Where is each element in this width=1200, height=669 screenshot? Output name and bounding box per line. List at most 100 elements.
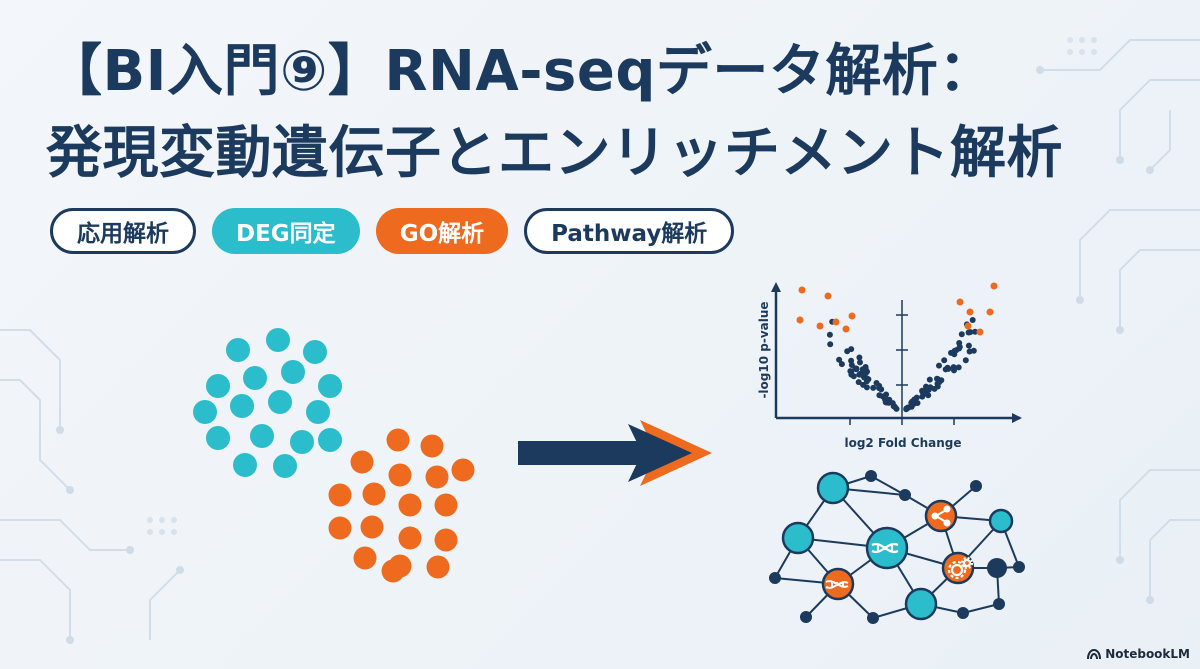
teal-gene-dot — [306, 400, 330, 424]
volcano-point-navy — [958, 331, 965, 338]
page-title-line-2: 発現変動遺伝子とエンリッチメント解析 — [46, 121, 1063, 186]
volcano-points — [796, 282, 998, 413]
volcano-point-orange — [842, 325, 850, 333]
teal-gene-dot — [226, 338, 250, 362]
network-node — [816, 471, 850, 505]
volcano-point-navy — [927, 384, 934, 391]
volcano-point-navy — [948, 349, 954, 356]
logo-text: NotebookLM — [1105, 647, 1190, 661]
teal-gene-dot — [281, 360, 305, 384]
teal-gene-dot — [273, 454, 297, 478]
network-node — [800, 611, 812, 623]
volcano-point-navy — [951, 367, 957, 374]
teal-gene-dot — [266, 328, 290, 352]
network-node — [867, 612, 879, 624]
orange-gene-dot — [328, 516, 352, 540]
teal-gene-dot — [303, 340, 327, 364]
volcano-point-navy — [934, 376, 941, 383]
orange-gene-dot — [350, 450, 374, 474]
volcano-point-navy — [853, 365, 860, 372]
orange-gene-dot — [434, 493, 458, 517]
orange-gene-dot — [451, 458, 475, 482]
volcano-point-navy — [966, 348, 973, 355]
volcano-point-navy — [863, 384, 870, 391]
network-node — [988, 508, 1014, 534]
volcano-point-navy — [941, 357, 948, 364]
network-node — [769, 572, 781, 584]
teal-gene-dot — [230, 394, 254, 418]
dna-icon — [825, 580, 849, 589]
volcano-point-navy — [972, 328, 979, 335]
orange-gene-dot — [386, 428, 410, 452]
tag-row: 応用解析 DEG同定 GO解析 Pathway解析 — [50, 208, 735, 254]
teal-gene-dot — [206, 426, 230, 450]
volcano-point-orange — [956, 298, 964, 306]
volcano-point-orange — [832, 318, 840, 326]
volcano-point-navy — [870, 384, 877, 391]
notebooklm-logo-icon — [1087, 648, 1102, 660]
volcano-point-orange — [990, 282, 998, 290]
teal-gene-dot — [206, 374, 230, 398]
volcano-point-navy — [965, 329, 972, 336]
network-node — [865, 470, 877, 482]
orange-gene-dot — [353, 546, 377, 570]
volcano-point-navy — [856, 354, 863, 361]
volcano-point-navy — [863, 378, 870, 385]
volcano-point-navy — [926, 376, 933, 383]
volcano-point-navy — [844, 348, 851, 355]
orange-gene-dot — [398, 526, 422, 550]
gears-icon — [947, 556, 974, 580]
network-node — [781, 521, 815, 555]
volcano-point-orange — [966, 308, 974, 316]
volcano-point-navy — [882, 393, 889, 400]
volcano-point-orange — [816, 322, 824, 330]
volcano-point-orange — [824, 292, 832, 300]
volcano-point-navy — [859, 366, 866, 373]
volcano-point-navy — [859, 372, 866, 378]
volcano-point-navy — [925, 392, 932, 399]
teal-gene-dot — [290, 430, 314, 454]
volcano-point-navy — [891, 403, 898, 410]
teal-gene-dot — [268, 390, 292, 414]
network-node — [970, 480, 982, 492]
volcano-point-navy — [953, 347, 960, 354]
volcano-point-navy — [838, 361, 845, 368]
volcano-point-navy — [855, 379, 862, 386]
orange-gene-dot — [426, 555, 450, 579]
teal-gene-dot — [233, 453, 257, 477]
volcano-point-orange — [964, 322, 972, 330]
volcano-point-orange — [986, 308, 994, 316]
network-node — [865, 526, 909, 570]
volcano-point-navy — [848, 362, 855, 368]
volcano-point-navy — [962, 357, 969, 364]
volcano-point-orange — [976, 328, 984, 336]
volcano-point-navy — [836, 356, 843, 363]
teal-gene-dot — [318, 428, 342, 452]
volcano-point-navy — [857, 359, 863, 366]
network-node — [957, 607, 969, 619]
x-axis-label: log2 Fold Change — [844, 436, 961, 450]
teal-gene-dot — [318, 374, 342, 398]
network-node — [987, 558, 1007, 578]
network-node — [899, 489, 911, 501]
volcano-point-navy — [955, 364, 962, 371]
network-node — [1013, 561, 1025, 573]
volcano-point-navy — [911, 396, 918, 403]
tag-applied-analysis: 応用解析 — [50, 208, 196, 254]
right-arrow-icon — [518, 420, 712, 486]
teal-gene-dot — [250, 424, 274, 448]
tag-deg-identification: DEG同定 — [212, 208, 360, 254]
network-node — [993, 598, 1005, 610]
orange-gene-dot — [381, 559, 405, 583]
orange-gene-dot — [434, 528, 458, 552]
gene-network — [769, 470, 1025, 624]
tag-pathway-analysis: Pathway解析 — [524, 208, 735, 254]
volcano-point-navy — [956, 340, 963, 346]
network-edge — [962, 603, 1000, 614]
network-edge — [870, 475, 906, 496]
volcano-point-navy — [919, 388, 926, 395]
orange-gene-dot — [362, 482, 386, 506]
teal-gene-cluster — [193, 328, 342, 478]
